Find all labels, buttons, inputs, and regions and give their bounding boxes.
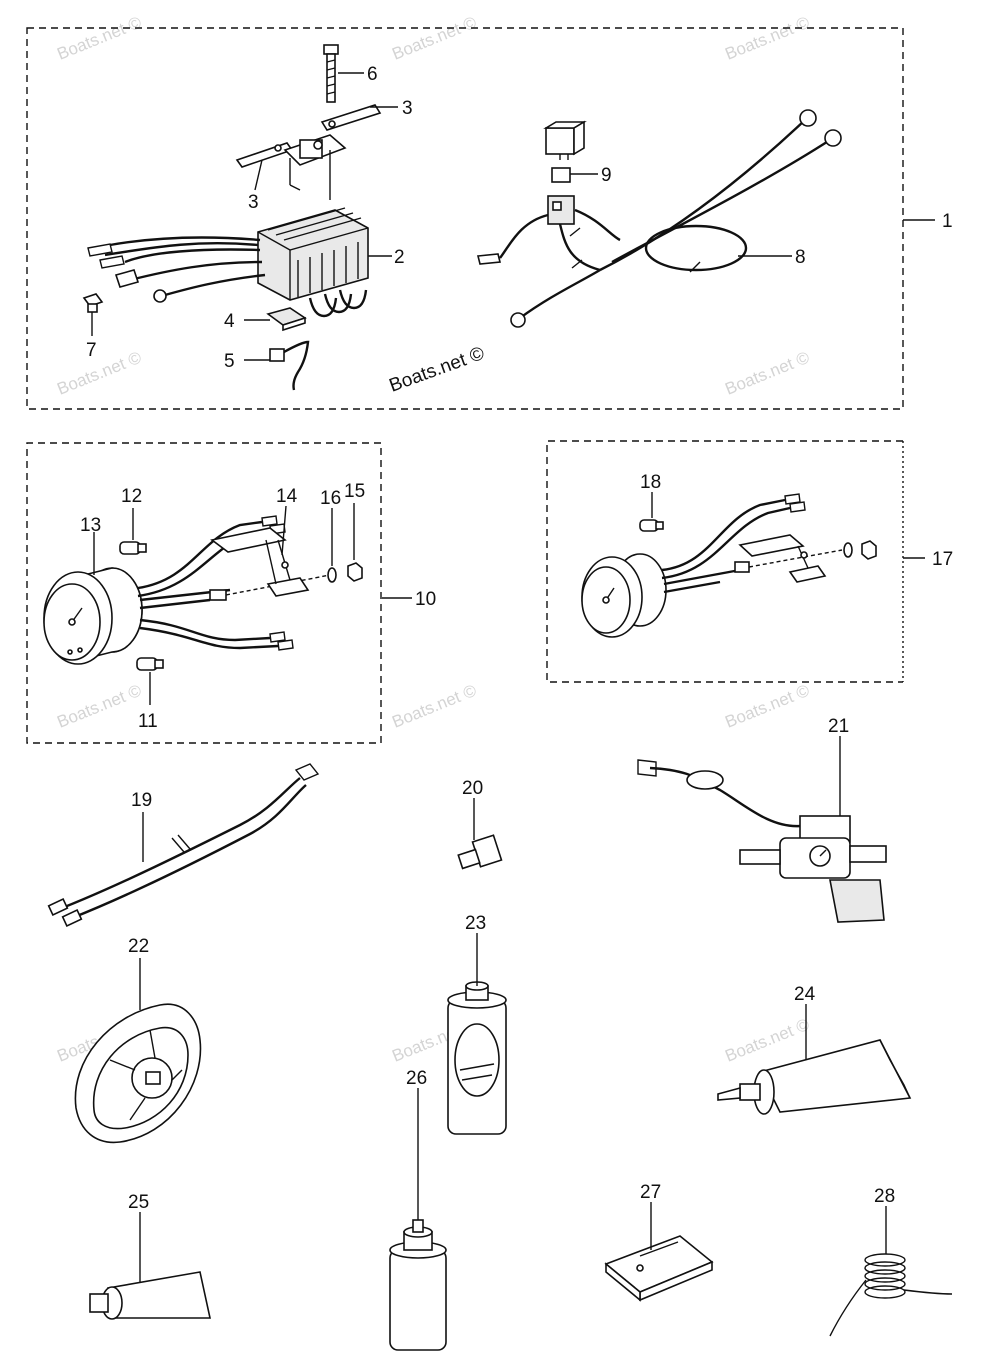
part-5-tie-strap [244,340,310,391]
part-4-pad [244,307,307,332]
part-20-fitting [457,798,503,870]
part-15-nut [347,503,363,582]
part-27-pad [604,1202,714,1302]
watermark: Boats.net © [54,13,144,64]
part-28-spring [829,1206,953,1337]
callout-6: 6 [367,64,378,85]
watermark: Boats.net © [389,681,479,732]
callout-12: 12 [121,486,142,507]
part-12-bulb [119,508,147,555]
part-14-bracket [210,505,310,597]
part-8-wiring-harness [476,109,842,328]
watermark: Boats.net © [54,348,144,399]
callout-9: 9 [601,165,612,186]
callout-15: 15 [344,481,365,502]
part-13-tachometer [43,532,143,665]
part-3-plate-lower [235,142,294,191]
callout-19: 19 [131,790,152,811]
callout-13: 13 [80,515,101,536]
callout-18: 18 [640,472,661,493]
part-6-bolt [323,44,364,103]
callout-16: 16 [320,488,341,509]
callout-24: 24 [794,984,816,1005]
callout-7: 7 [86,340,97,361]
part-11-bulb [136,657,164,705]
leader-line [281,505,287,556]
callout-10: 10 [415,589,436,610]
callout-11: 11 [138,711,158,732]
part-26-spray-can [389,1088,447,1351]
callout-27: 27 [640,1182,661,1203]
part-18-bulb [639,492,664,532]
callout-2: 2 [394,247,405,268]
kit-10-dashed-frame [26,442,382,744]
watermark-main: Boats.net © [387,343,488,397]
callout-14: 14 [276,486,298,507]
callout-23: 23 [465,913,486,934]
callout-5: 5 [224,351,235,372]
part-7-grommet [82,293,104,336]
part-17-gauge [581,493,877,638]
part-9-relay [543,120,598,225]
watermark: Boats.net © [389,13,479,64]
regulator-bracket [283,134,347,200]
callout-3-upper: 3 [402,98,413,119]
watermark: Boats.net © [722,348,812,399]
watermark-group: Boats.net © Boats.net © Boats.net © Boat… [54,13,812,1066]
callout-17: 17 [932,549,953,570]
part-2-rectifier-regulator [87,207,392,318]
kit-1-group [26,27,935,410]
callout-1: 1 [942,211,953,232]
callout-20: 20 [462,778,483,799]
part-16-washer [327,508,337,583]
part-3-plate-upper [320,104,398,131]
part-21-sender [637,736,887,923]
part-24-grease-tube [717,1004,912,1115]
callout-4: 4 [224,311,235,332]
part-22-flywheel-part [74,958,202,1144]
watermark: Boats.net © [722,681,812,732]
callout-21: 21 [828,716,849,737]
callout-26: 26 [406,1068,427,1089]
leader-line [254,159,263,191]
callout-28: 28 [874,1186,895,1207]
part-25-small-tube [89,1212,211,1320]
kit-10-group [26,442,412,744]
kit-17-dashed-frame [546,440,903,683]
watermark: Boats.net © [54,681,144,732]
callout-25: 25 [128,1192,149,1213]
callout-3-lower: 3 [248,192,259,213]
kit-1-dashed-frame [26,27,904,410]
kit-17-group [546,440,925,683]
part-23-oil-can [447,933,507,1135]
callout-8: 8 [795,247,806,268]
watermark: Boats.net © [722,1015,812,1066]
part-19-cable [47,763,320,927]
watermark: Boats.net © [722,13,812,64]
callout-22: 22 [128,936,149,957]
